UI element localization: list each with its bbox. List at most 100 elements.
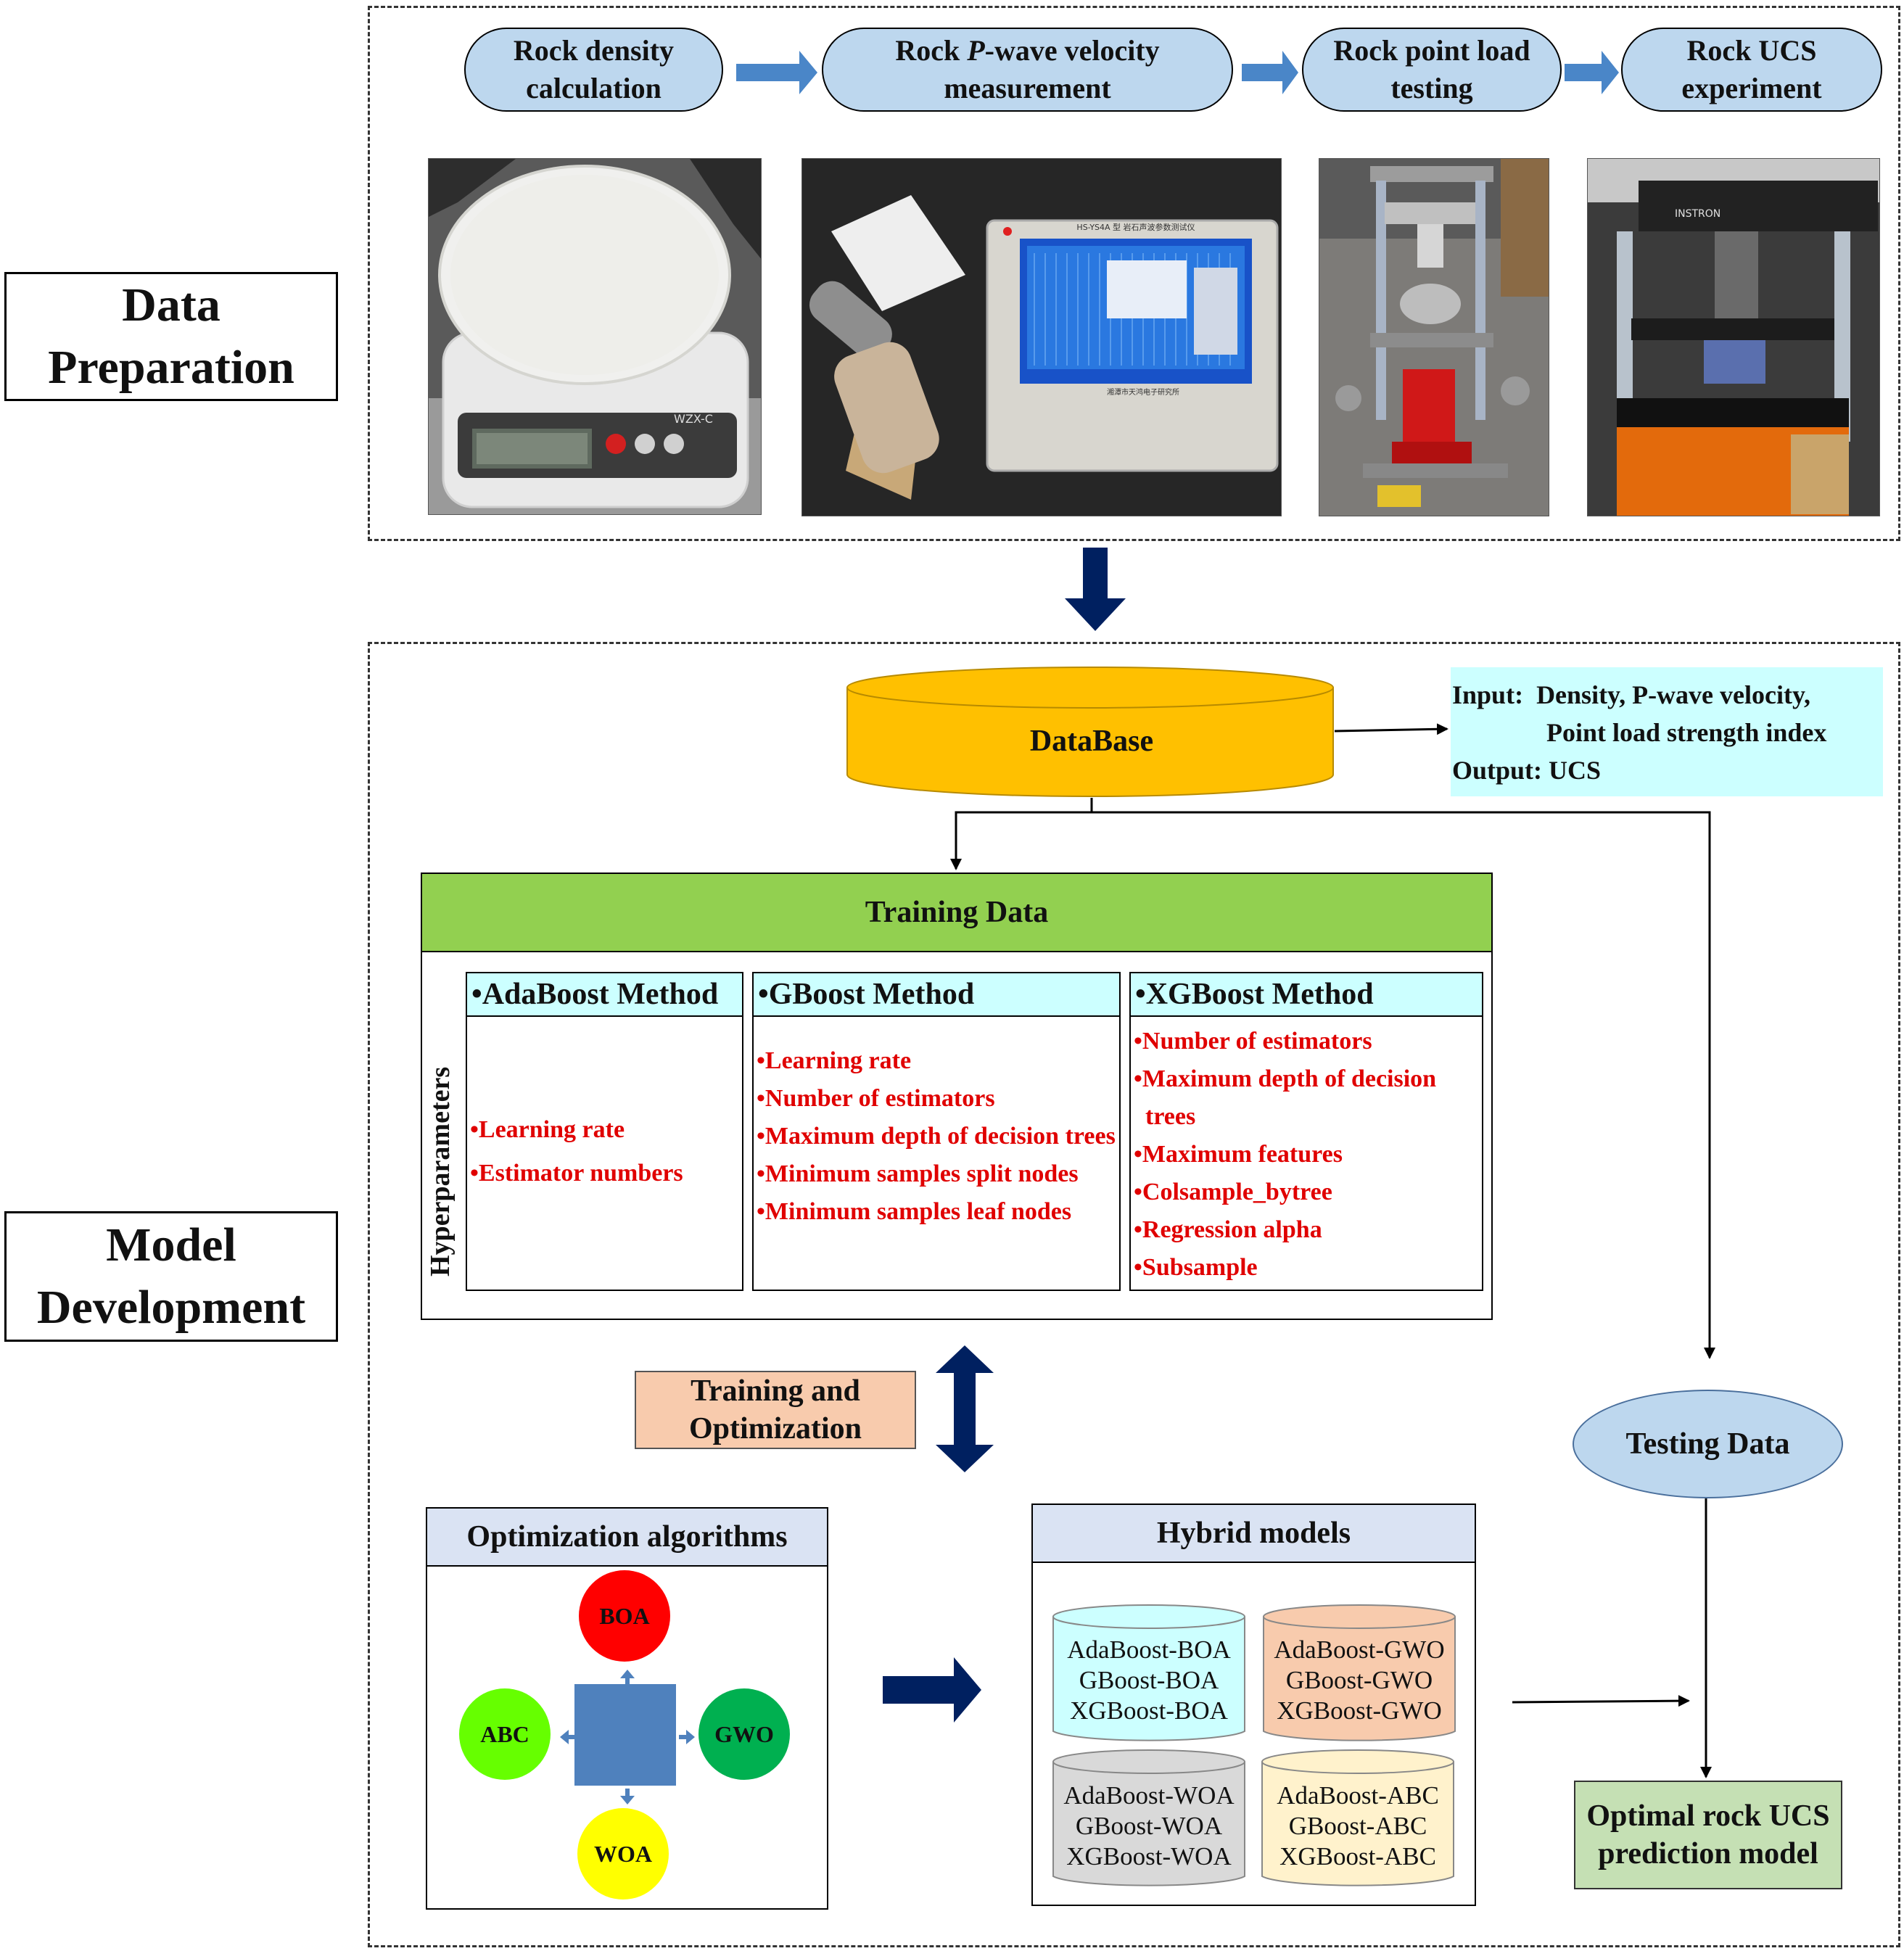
step-rock-density-line1: Rock density: [513, 34, 675, 67]
scale-brand-text: WZX-C: [674, 412, 713, 426]
hybrid-group-gwo: AdaBoost-GWO GBoost-GWO XGBoost-GWO: [1264, 1635, 1455, 1726]
model-development-line2: Development: [36, 1281, 306, 1334]
section-transition-arrow: [1065, 548, 1126, 631]
hybrid-cylinders: [1052, 1604, 1456, 1886]
optimal-model-line2: prediction model: [1598, 1837, 1818, 1870]
database-label: DataBase: [1029, 725, 1154, 758]
xgboost-param-colsample: •Colsample_bytree: [1134, 1179, 1332, 1205]
step-pwave-post: -wave velocity: [984, 34, 1160, 67]
step-pwave-pre: Rock: [895, 34, 968, 67]
pwave-tester-image: HS-YS4A 型 岩石声波参数测试仪 湘潭市天鸿电子研究所: [802, 159, 1281, 516]
optimization-hub-square: [574, 1684, 676, 1786]
xgboost-param-max-features: •Maximum features: [1134, 1141, 1343, 1168]
arrow-step-1-2: [736, 51, 817, 94]
algorithm-woa-label: WOA: [594, 1840, 652, 1867]
step-point-load: Rock point load testing: [1302, 28, 1562, 112]
step-pwave-italic: P: [967, 34, 985, 67]
database-cylinder: [846, 667, 1334, 797]
adaboost-param-estimator-numbers: •Estimator numbers: [470, 1160, 683, 1187]
photo-digital-scale: WZX-C: [428, 158, 762, 515]
db-to-input-arrow: [1334, 723, 1448, 735]
cylinder-boa-shape: [1052, 1617, 1245, 1741]
instron-image: INSTRON: [1588, 159, 1879, 516]
input-line1-text: Density, P-wave velocity,: [1536, 680, 1810, 709]
testing-data-label: Testing Data: [1625, 1427, 1790, 1461]
gboost-param-min-split: •Minimum samples split nodes: [757, 1160, 1079, 1187]
data-preparation-frame: [368, 6, 1900, 541]
step-ucs-line1: Rock UCS: [1686, 34, 1817, 67]
model-xgboost-woa: XGBoost-WOA: [1066, 1842, 1232, 1870]
pwave-device-title: HS-YS4A 型 岩石声波参数测试仪: [1076, 222, 1195, 232]
input-line2: Point load strength index: [1546, 718, 1827, 747]
db-to-training-arrow: [950, 798, 1093, 870]
xgboost-name: XGBoost Method: [1145, 978, 1374, 1011]
hyperparameters-text: Hyperparameters: [425, 1066, 456, 1276]
xgboost-param-num-estimators: •Number of estimators: [1134, 1028, 1372, 1055]
model-xgboost-abc: XGBoost-ABC: [1279, 1842, 1436, 1870]
hybrid-group-boa: AdaBoost-BOA GBoost-BOA XGBoost-BOA: [1053, 1635, 1245, 1726]
step-point-load-line2: testing: [1390, 72, 1473, 104]
arrow-step-3-4: [1565, 51, 1619, 94]
xgboost-param-max-depth: •Maximum depth of decision trees: [1134, 1065, 1437, 1130]
output-label: Output:: [1452, 756, 1543, 785]
optimal-model-line1: Optimal rock UCS: [1586, 1799, 1830, 1833]
adaboost-params-box: •Learning rate •Estimator numbers: [466, 1015, 743, 1291]
training-data-header: Training Data: [421, 873, 1493, 952]
gboost-param-num-estimators: •Number of estimators: [757, 1085, 995, 1112]
training-optimization-line2: Optimization: [689, 1412, 862, 1445]
training-optimization-box: Training and Optimization: [635, 1371, 916, 1449]
model-gboost-gwo: GBoost-GWO: [1285, 1666, 1433, 1694]
optimization-panel-header: Optimization algorithms: [427, 1509, 827, 1567]
algorithm-abc-circle: ABC: [459, 1688, 551, 1780]
data-preparation-line2: Preparation: [48, 341, 294, 394]
data-preparation-line1: Data: [122, 279, 221, 331]
hybrid-models-title: Hybrid models: [1156, 1517, 1351, 1550]
pwave-device-maker: 湘潭市天鸿电子研究所: [1107, 387, 1179, 397]
hybrid-to-optimal-arrow: [1512, 1695, 1690, 1707]
step-rock-density: Rock density calculation: [464, 28, 723, 112]
optimization-title: Optimization algorithms: [466, 1520, 788, 1554]
point-load-image: [1319, 159, 1549, 516]
model-adaboost-gwo: AdaBoost-GWO: [1274, 1636, 1445, 1664]
algorithm-gwo-circle: GWO: [698, 1688, 790, 1780]
output-line: Output: UCS: [1452, 751, 1882, 789]
gboost-name: GBoost Method: [768, 978, 975, 1011]
photo-pwave-tester: HS-YS4A 型 岩石声波参数测试仪 湘潭市天鸿电子研究所: [801, 158, 1282, 516]
algorithm-abc-label: ABC: [480, 1720, 529, 1747]
cylinder-gwo-shape: [1263, 1617, 1456, 1741]
step-point-load-line1: Rock point load: [1333, 34, 1530, 67]
input-label: Input:: [1452, 680, 1524, 709]
model-xgboost-gwo: XGBoost-GWO: [1277, 1696, 1442, 1725]
xgboost-params-box: •Number of estimators •Maximum depth of …: [1129, 1015, 1483, 1291]
model-xgboost-boa: XGBoost-BOA: [1070, 1696, 1228, 1725]
model-development-frame: [368, 642, 1900, 1947]
model-gboost-abc: GBoost-ABC: [1288, 1812, 1427, 1840]
data-preparation-label: Data Preparation: [4, 272, 338, 401]
testing-data-ellipse: Testing Data: [1573, 1390, 1843, 1498]
cylinder-woa-shape: [1052, 1762, 1245, 1886]
model-adaboost-boa: AdaBoost-BOA: [1067, 1636, 1231, 1664]
gboost-param-min-leaf: •Minimum samples leaf nodes: [757, 1198, 1072, 1225]
optimization-to-hybrid-arrow: [883, 1657, 981, 1723]
output-value: UCS: [1549, 756, 1602, 785]
algorithm-boa-label: BOA: [599, 1602, 650, 1629]
adaboost-header: •AdaBoost Method: [466, 972, 743, 1017]
input-output-box: Input: Density, P-wave velocity, Point l…: [1451, 667, 1883, 796]
adaboost-param-learning-rate: •Learning rate: [470, 1116, 625, 1143]
training-optimization-line1: Training and: [691, 1374, 860, 1408]
gboost-params-box: •Learning rate •Number of estimators •Ma…: [752, 1015, 1121, 1291]
hybrid-group-abc: AdaBoost-ABC GBoost-ABC XGBoost-ABC: [1262, 1781, 1454, 1872]
step-ucs-line2: experiment: [1681, 72, 1822, 104]
gboost-param-learning-rate: •Learning rate: [757, 1047, 912, 1074]
algorithm-woa-circle: WOA: [577, 1808, 669, 1900]
db-to-testing-arrow: [1092, 811, 1715, 1359]
model-development-label: Model Development: [4, 1211, 338, 1342]
step-pwave-velocity: Rock P-wave velocity measurement: [822, 28, 1233, 112]
algorithm-gwo-label: GWO: [714, 1720, 774, 1747]
arrow-step-2-3: [1242, 51, 1298, 94]
xgboost-param-reg-alpha: •Regression alpha: [1134, 1216, 1322, 1243]
instron-brand-text: INSTRON: [1675, 208, 1720, 220]
hyperparameters-side-label: Hyperparameters: [424, 1059, 461, 1276]
training-optimization-double-arrow: [936, 1345, 994, 1472]
